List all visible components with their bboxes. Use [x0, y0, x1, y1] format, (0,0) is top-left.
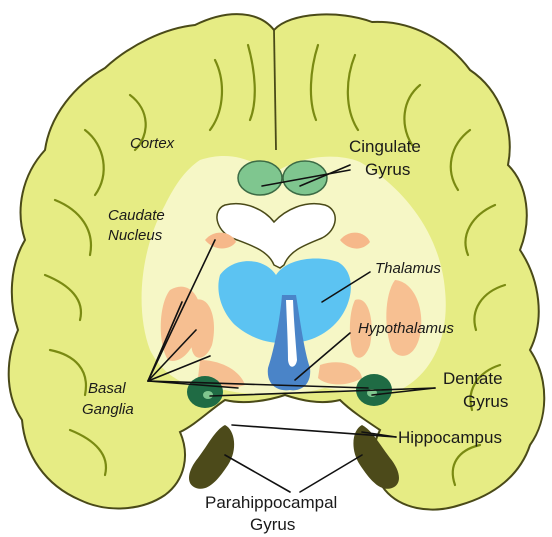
label-caudate-nucleus-line1: Caudate — [108, 207, 165, 224]
label-caudate-nucleus-line2: Nucleus — [108, 227, 163, 244]
label-dentate-gyrus-line2: Gyrus — [463, 392, 508, 411]
label-hypothalamus: Hypothalamus — [358, 320, 454, 337]
label-cingulate-gyrus-line2: Gyrus — [365, 160, 410, 179]
label-cingulate-gyrus-line1: Cingulate — [349, 137, 421, 156]
label-cortex: Cortex — [130, 135, 175, 152]
dentate-gyrus-left — [187, 376, 223, 408]
label-hippocampus: Hippocampus — [398, 428, 502, 447]
label-dentate-gyrus-line1: Dentate — [443, 369, 503, 388]
label-thalamus: Thalamus — [375, 260, 441, 277]
label-parahippocampal-gyrus-line1: Parahippocampal — [205, 493, 337, 512]
label-parahippocampal-gyrus-line2: Gyrus — [250, 515, 295, 534]
label-basal-ganglia-line2: Ganglia — [82, 401, 134, 418]
label-basal-ganglia-line1: Basal — [88, 380, 126, 397]
